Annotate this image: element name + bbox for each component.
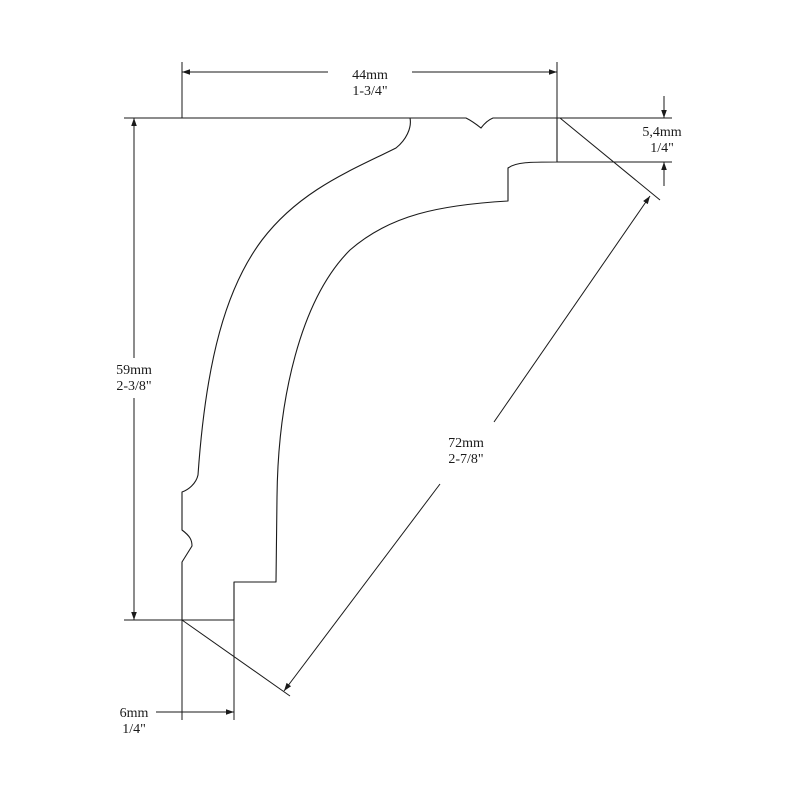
- diagonal-extension-bottom: [181, 619, 291, 697]
- bottom-step-dimension: 6mm 1/4": [120, 620, 235, 737]
- diagonal-dimension-line-upper: [493, 195, 651, 423]
- width-dimension: 44mm 1-3/4": [181, 62, 558, 118]
- height-dimension: 59mm 2-3/8": [116, 117, 182, 621]
- diagonal-imperial-label: 2-7/8": [448, 452, 483, 467]
- top-step-metric-label: 5,4mm: [642, 125, 681, 140]
- height-metric-label: 59mm: [116, 363, 152, 378]
- diagonal-metric-label: 72mm: [448, 436, 484, 451]
- height-imperial-label: 2-3/8": [116, 379, 151, 394]
- moulding-profile-outline: [181, 117, 558, 621]
- top-step-imperial-label: 1/4": [650, 141, 674, 156]
- bottom-step-imperial-label: 1/4": [122, 722, 146, 737]
- diagonal-dimension-line-lower: [283, 483, 441, 692]
- bottom-step-metric-label: 6mm: [120, 706, 149, 721]
- width-metric-label: 44mm: [352, 68, 388, 83]
- width-imperial-label: 1-3/4": [352, 84, 387, 99]
- diagonal-extension-top: [559, 117, 661, 201]
- top-step-dimension: 5,4mm 1/4": [557, 96, 682, 186]
- diagonal-dimension: 72mm 2-7/8": [181, 117, 661, 697]
